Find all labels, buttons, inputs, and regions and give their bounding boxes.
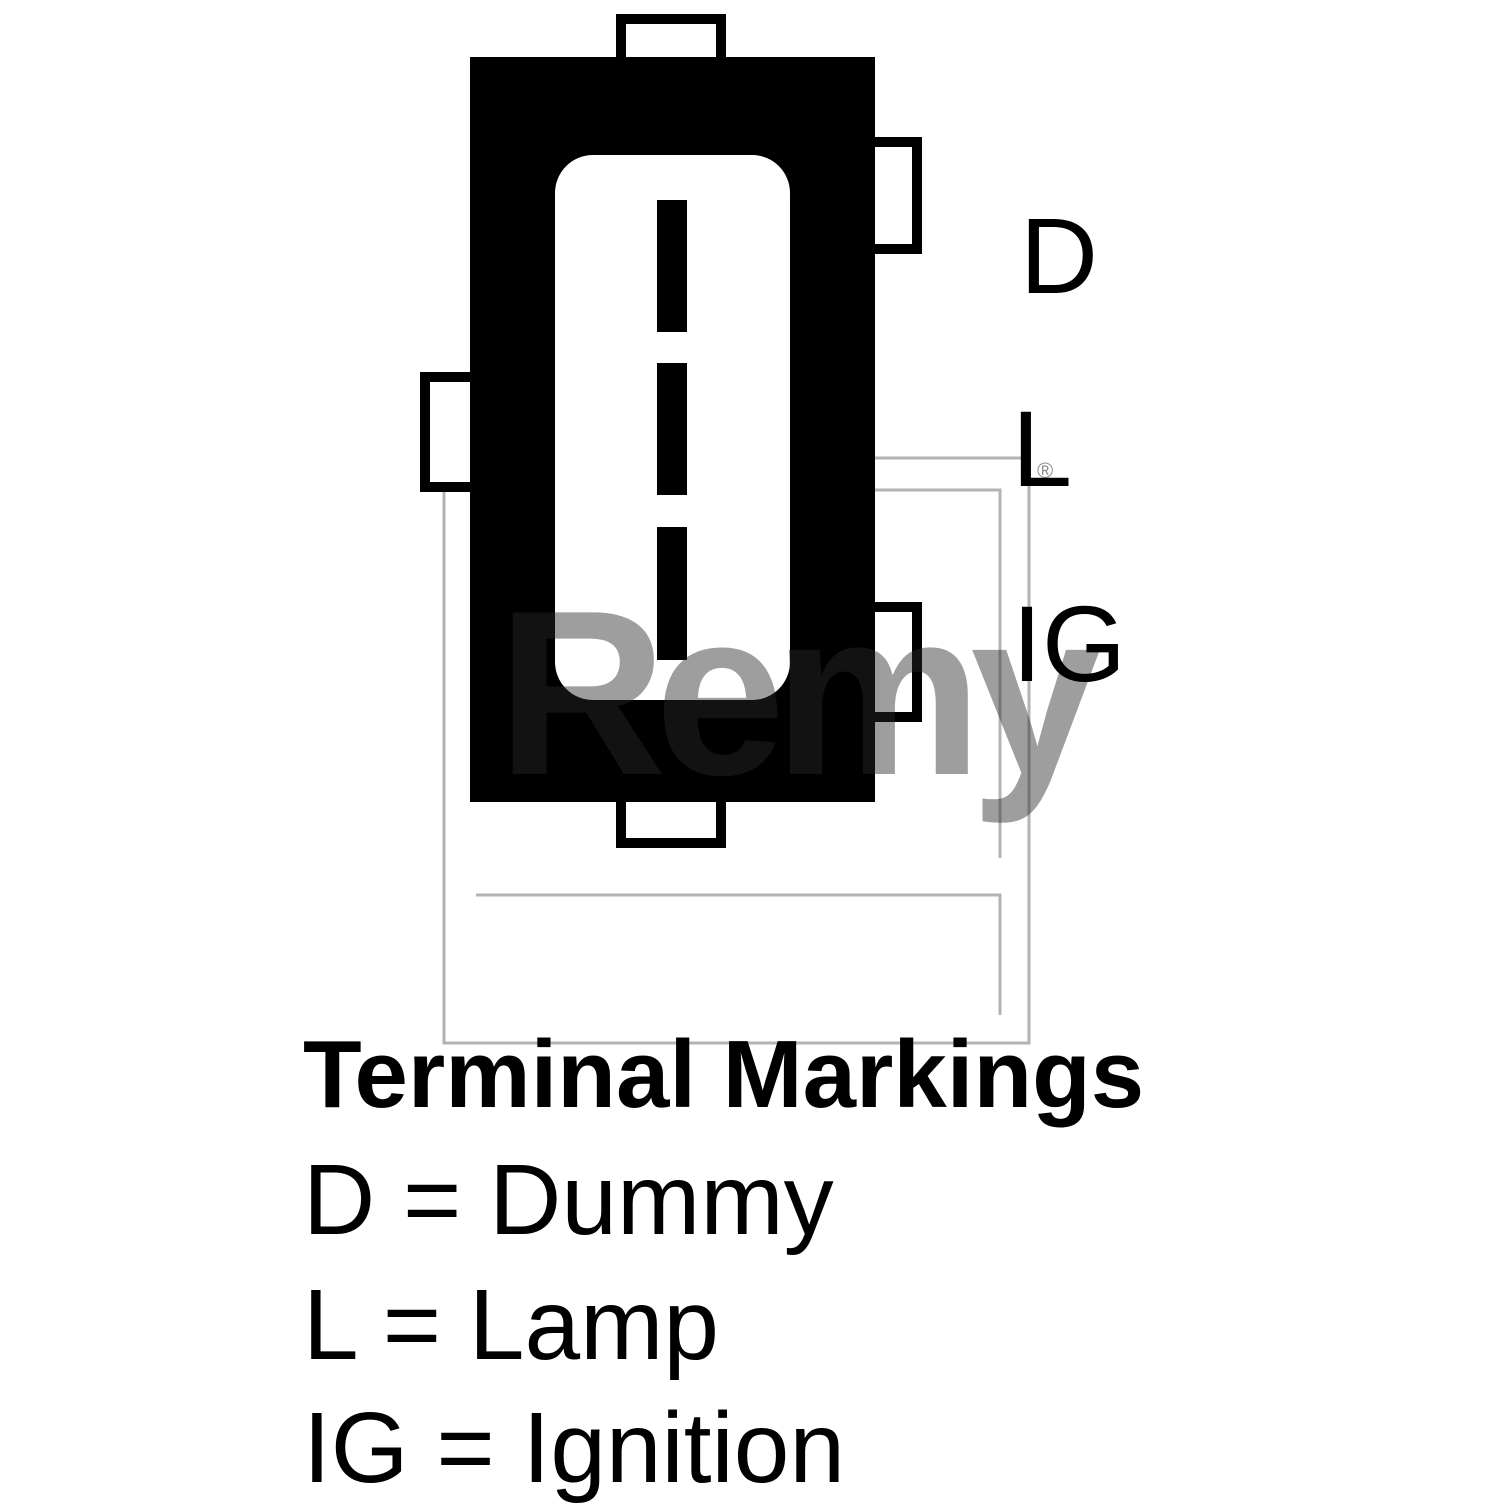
pin-l-bar — [657, 363, 687, 495]
remy-watermark: Remy — [497, 561, 1101, 824]
pin-label-d: D — [1020, 195, 1098, 316]
pin-label-l: L — [1012, 388, 1073, 509]
legend-entry-l: L = Lamp — [303, 1269, 720, 1381]
legend-entry-ig: IG = Ignition — [303, 1392, 845, 1504]
pin-label-ig: IG — [1012, 583, 1127, 704]
pin-d-bar — [657, 200, 687, 332]
registered-mark: ® — [1037, 458, 1054, 483]
pin-ig-bar — [657, 527, 687, 660]
legend-entry-d: D = Dummy — [303, 1144, 834, 1256]
legend-title: Terminal Markings — [303, 1021, 1145, 1128]
